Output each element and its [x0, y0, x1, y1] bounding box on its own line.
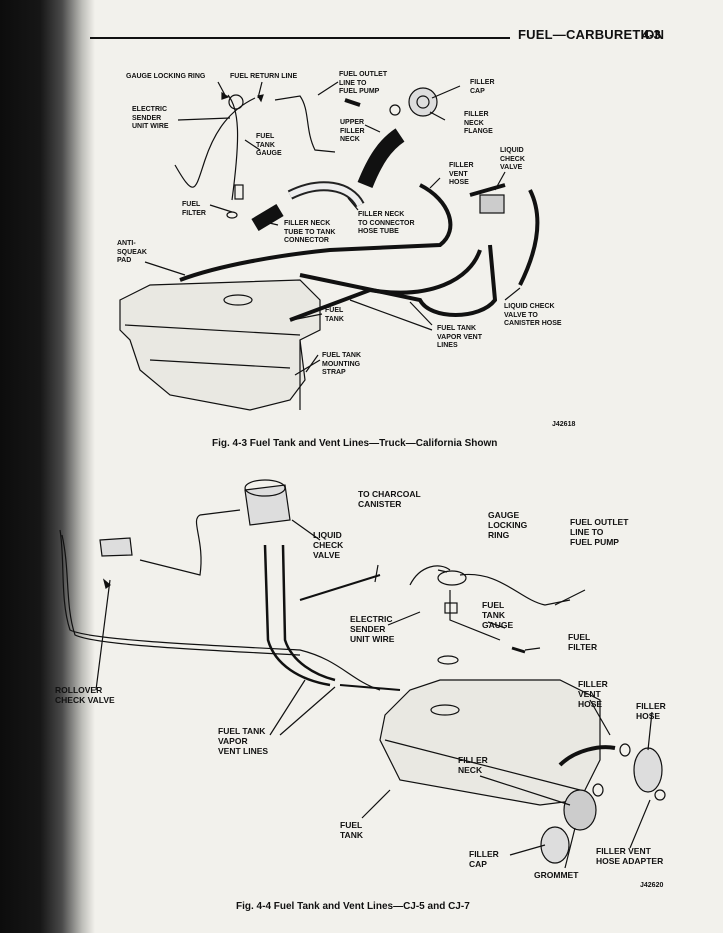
label-electric-sender-2: ELECTRIC SENDER UNIT WIRE — [350, 614, 395, 644]
figure-1-caption: Fig. 4-3 Fuel Tank and Vent Lines—Truck—… — [212, 438, 498, 449]
label-vapor-vent-lines: FUEL TANK VAPOR VENT LINES — [437, 325, 482, 349]
label-fuel-tank-2: FUEL TANK — [340, 820, 363, 840]
label-filler-neck-flange: FILLER NECK FLANGE — [464, 111, 493, 135]
label-filler-vent-hose-2: FILLER VENT HOSE — [578, 679, 608, 709]
figure-2-code: J42620 — [640, 882, 664, 889]
label-fuel-tank-gauge-2: FUEL TANK GAUGE — [482, 600, 514, 630]
label-fuel-filter: FUEL FILTER — [182, 201, 206, 217]
label-filler-vent-hose-adapter: FILLER VENT HOSE ADAPTER — [596, 846, 664, 866]
label-filler-hose: FILLER HOSE — [636, 701, 666, 721]
label-filler-cap: FILLER CAP — [470, 79, 495, 95]
label-rollover-check-valve: ROLLOVER CHECK VALVE — [55, 685, 115, 705]
label-electric-sender: ELECTRIC SENDER UNIT WIRE — [132, 106, 169, 130]
label-upper-filler-neck: UPPER FILLER NECK — [340, 119, 365, 143]
label-filler-neck: FILLER NECK — [458, 755, 488, 775]
label-filler-neck-tube: FILLER NECK TUBE TO TANK CONNECTOR — [284, 220, 336, 244]
label-filler-vent-hose: FILLER VENT HOSE — [449, 162, 474, 186]
label-fuel-filter-2: FUEL FILTER — [568, 632, 598, 652]
label-liquid-check-valve: LIQUID CHECK VALVE — [500, 147, 525, 171]
label-fuel-tank: FUEL TANK — [325, 307, 344, 323]
label-fuel-outlet-line: FUEL OUTLET LINE TO FUEL PUMP — [339, 71, 388, 95]
label-grommet: GROMMET — [534, 870, 579, 880]
label-fuel-return-line: FUEL RETURN LINE — [230, 73, 298, 80]
label-mounting-strap: FUEL TANK MOUNTING STRAP — [322, 352, 362, 376]
label-gauge-locking-ring: GAUGE LOCKING RING — [126, 73, 206, 80]
page-number: 4-3 — [642, 27, 661, 42]
label-liquid-check-valve-canister: LIQUID CHECK VALVE TO CANISTER HOSE — [504, 303, 562, 327]
figure-2-caption: Fig. 4-4 Fuel Tank and Vent Lines—CJ-5 a… — [236, 901, 470, 912]
label-filler-neck-connector: FILLER NECK TO CONNECTOR HOSE TUBE — [358, 211, 415, 235]
label-fuel-tank-gauge: FUEL TANK GAUGE — [256, 133, 282, 157]
label-anti-squeak-pad: ANTI- SQUEAK PAD — [117, 240, 147, 264]
header-rule — [90, 37, 510, 39]
label-filler-cap-2: FILLER CAP — [469, 849, 499, 869]
book-binding-shadow — [0, 0, 95, 933]
label-fuel-outlet-line-2: FUEL OUTLET LINE TO FUEL PUMP — [570, 517, 629, 547]
figure-1-code: J42618 — [552, 421, 576, 428]
label-vapor-vent-lines-2: FUEL TANK VAPOR VENT LINES — [218, 726, 269, 756]
label-gauge-locking-ring-2: GAUGE LOCKING RING — [488, 510, 528, 540]
label-liquid-check-valve-2: LIQUID CHECK VALVE — [313, 530, 344, 560]
label-to-charcoal-canister: TO CHARCOAL CANISTER — [358, 489, 421, 509]
section-title: FUEL—CARBURETION — [518, 27, 665, 42]
